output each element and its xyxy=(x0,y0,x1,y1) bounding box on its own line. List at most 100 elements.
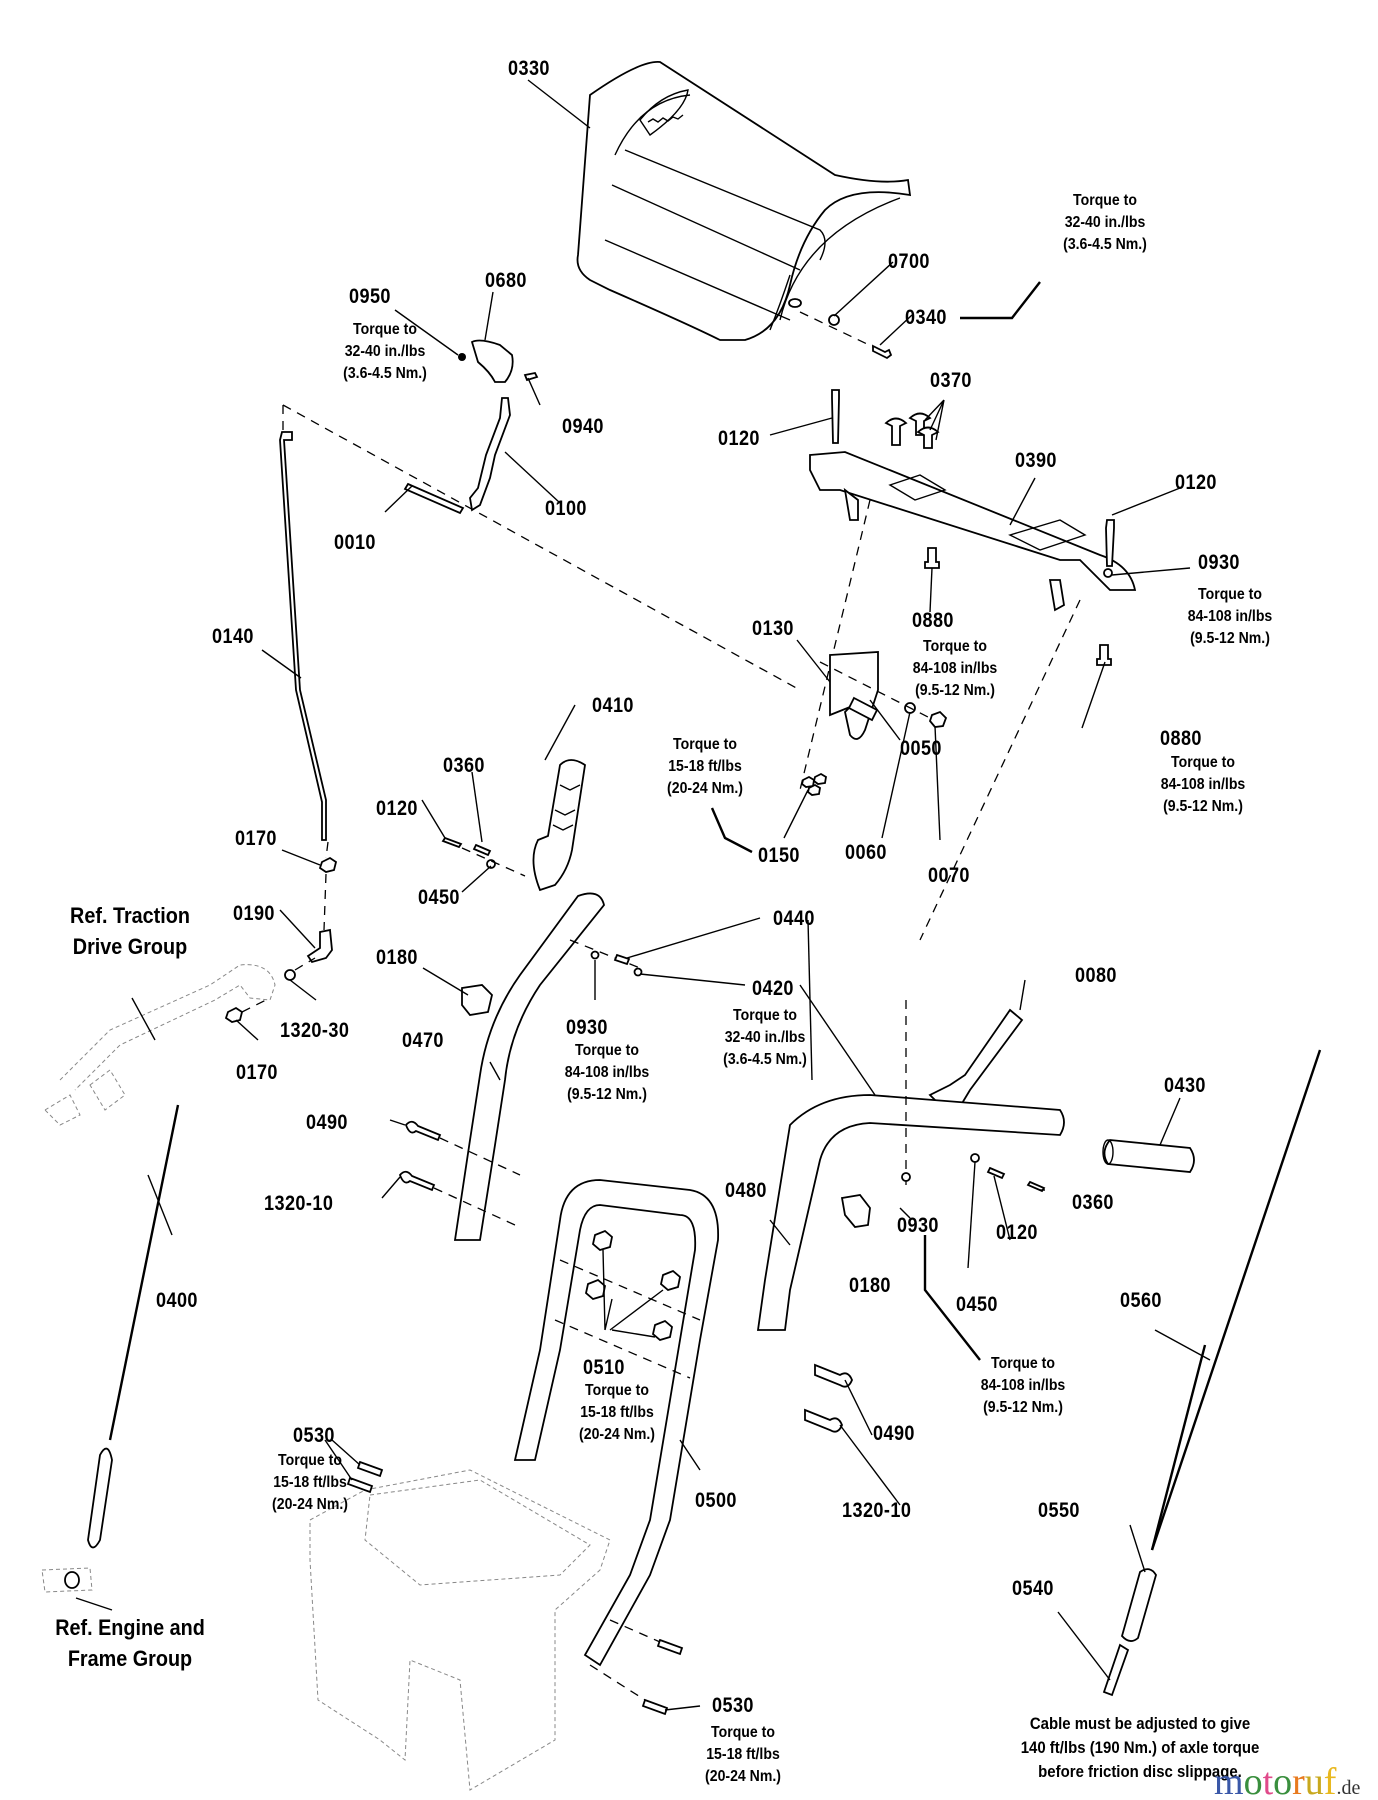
label-0480: 0480 xyxy=(725,1179,767,1202)
part-0700-washer xyxy=(828,314,840,326)
label-0440: 0440 xyxy=(773,907,815,930)
part-0190-ferrule xyxy=(306,928,333,964)
torque-line: (3.6-4.5 Nm.) xyxy=(723,1051,807,1068)
label-0530-b: 0530 xyxy=(712,1694,754,1717)
part-0050-spring xyxy=(847,696,879,722)
wm-letter: f xyxy=(1323,1761,1337,1800)
label-0540: 0540 xyxy=(1012,1577,1054,1600)
part-0360b-pin xyxy=(1026,1180,1046,1193)
ref-line: Drive Group xyxy=(72,934,188,959)
torque-line: (9.5-12 Nm.) xyxy=(983,1399,1063,1416)
label-0500: 0500 xyxy=(695,1489,737,1512)
part-0490a-carriage-bolt xyxy=(404,1120,442,1142)
wm-letter: m xyxy=(1214,1761,1244,1800)
part-0180b-cable-guide xyxy=(840,1194,871,1228)
torque-note-0880-a: Torque to 84-108 in/lbs (9.5-12 Nm.) xyxy=(880,636,1030,702)
part-0080-auger-lever xyxy=(928,1008,1024,1117)
part-0140-shift-rod xyxy=(279,431,327,841)
part-0530a-screw xyxy=(346,1476,374,1494)
label-0370: 0370 xyxy=(930,369,972,392)
part-0940-screw xyxy=(523,371,539,382)
part-0530b-screw xyxy=(356,1460,384,1478)
part-0360a-pin xyxy=(472,843,492,857)
torque-note-0510: Torque to 15-18 ft/lbs (20-24 Nm.) xyxy=(542,1380,692,1446)
part-1320-10a-carriage-bolt xyxy=(398,1170,436,1192)
label-0100: 0100 xyxy=(545,497,587,520)
part-0470-handle-left xyxy=(453,892,605,1241)
part-0070-nut xyxy=(928,710,948,728)
label-0410: 0410 xyxy=(592,694,634,717)
label-0170-b: 0170 xyxy=(236,1061,278,1084)
label-0700: 0700 xyxy=(888,250,930,273)
torque-line: (9.5-12 Nm.) xyxy=(915,682,995,699)
torque-line: 32-40 in./lbs xyxy=(724,1029,806,1046)
torque-line: 32-40 in./lbs xyxy=(344,343,426,360)
label-0140: 0140 xyxy=(212,625,254,648)
part-0170-nut xyxy=(318,856,338,873)
torque-note-0340: Torque to 32-40 in./lbs (3.6-4.5 Nm.) xyxy=(1030,190,1180,256)
torque-line: 32-40 in./lbs xyxy=(1064,214,1146,231)
torque-line: Torque to xyxy=(1073,192,1137,209)
torque-note-0530-a: Torque to 15-18 ft/lbs (20-24 Nm.) xyxy=(235,1450,385,1516)
label-0470: 0470 xyxy=(402,1029,444,1052)
part-0130-bracket xyxy=(829,651,879,740)
torque-line: Torque to xyxy=(991,1355,1055,1372)
torque-note-0880-b: Torque to 84-108 in/lbs (9.5-12 Nm.) xyxy=(1128,752,1278,818)
torque-note-0150: Torque to 15-18 ft/lbs (20-24 Nm.) xyxy=(630,734,780,800)
note-line: Cable must be adjusted to give xyxy=(1029,1714,1251,1733)
part-0170b-nut xyxy=(224,1006,244,1023)
torque-line: (9.5-12 Nm.) xyxy=(1190,630,1270,647)
torque-note-0930-b: Torque to 84-108 in/lbs (9.5-12 Nm.) xyxy=(532,1040,682,1106)
torque-line: (20-24 Nm.) xyxy=(579,1426,655,1443)
motoruf-watermark: motoruf.de xyxy=(1214,1760,1360,1800)
ref-traction-drive-group-art xyxy=(44,964,276,1126)
label-0510: 0510 xyxy=(583,1356,625,1379)
label-0010: 0010 xyxy=(334,531,376,554)
label-0560: 0560 xyxy=(1120,1289,1162,1312)
part-0370-carriage-bolts xyxy=(884,412,940,449)
cable-adjustment-note: Cable must be adjusted to give 140 ft/lb… xyxy=(990,1712,1289,1784)
label-0450-a: 0450 xyxy=(418,886,460,909)
label-0880-b: 0880 xyxy=(1160,727,1202,750)
label-0120-b: 0120 xyxy=(1175,471,1217,494)
torque-line: Torque to xyxy=(923,638,987,655)
label-0390: 0390 xyxy=(1015,449,1057,472)
torque-line: Torque to xyxy=(711,1724,775,1741)
part-0330-console-cover xyxy=(576,61,912,341)
part-0540-link xyxy=(1102,1643,1130,1697)
label-0880-a: 0880 xyxy=(912,609,954,632)
label-0150: 0150 xyxy=(758,844,800,867)
torque-line: (3.6-4.5 Nm.) xyxy=(1063,236,1147,253)
part-0500-lower-handle xyxy=(513,1179,719,1667)
part-0510-flange-nuts xyxy=(585,1229,681,1342)
part-0390-console-plate xyxy=(809,451,1137,612)
label-0400: 0400 xyxy=(156,1289,198,1312)
label-0550: 0550 xyxy=(1038,1499,1080,1522)
torque-line: (20-24 Nm.) xyxy=(705,1768,781,1785)
label-0060: 0060 xyxy=(845,841,887,864)
torque-line: 15-18 ft/lbs xyxy=(706,1746,780,1763)
torque-line: Torque to xyxy=(1198,586,1262,603)
label-0450-b: 0450 xyxy=(956,1293,998,1316)
label-0080: 0080 xyxy=(1075,964,1117,987)
torque-line: 84-108 in/lbs xyxy=(1187,608,1273,625)
label-0120-c: 0120 xyxy=(376,797,418,820)
label-0190: 0190 xyxy=(233,902,275,925)
torque-line: (20-24 Nm.) xyxy=(667,780,743,797)
part-0450b-spacer xyxy=(970,1153,980,1163)
ref-line: Frame Group xyxy=(67,1646,193,1671)
part-0480-handle-right xyxy=(756,1094,1065,1331)
ref-line: Ref. Traction xyxy=(70,903,190,928)
label-0490-b: 0490 xyxy=(873,1422,915,1445)
part-0120c-bolt xyxy=(441,836,463,849)
part-0930c-locknut xyxy=(901,1172,911,1182)
label-0430: 0430 xyxy=(1164,1074,1206,1097)
torque-line: 84-108 in/lbs xyxy=(980,1377,1066,1394)
torque-line: (9.5-12 Nm.) xyxy=(1163,798,1243,815)
ref-traction-drive-group-label: Ref. Traction Drive Group xyxy=(40,900,220,962)
label-0680: 0680 xyxy=(485,269,527,292)
wm-letter: r xyxy=(1292,1761,1305,1800)
label-0330: 0330 xyxy=(508,57,550,80)
part-0950-nut xyxy=(458,353,466,361)
part-0530c-screw xyxy=(656,1638,684,1656)
